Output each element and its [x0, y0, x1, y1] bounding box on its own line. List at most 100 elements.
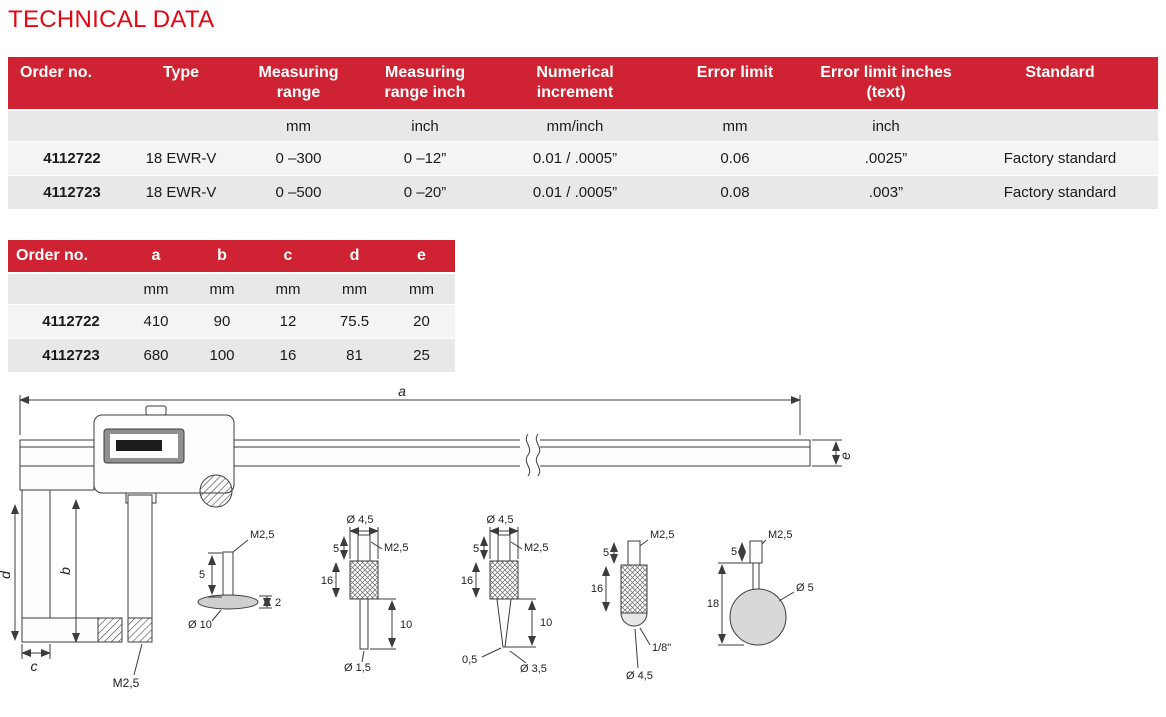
acc2-len16-label: 16 — [321, 575, 333, 587]
unit-cell — [962, 109, 1158, 142]
cell-numerical-increment: 0.01 / .0005” — [490, 175, 660, 209]
acc4-len16-label: 16 — [591, 583, 603, 595]
acc3-body-dia-label: Ø 4,5 — [487, 514, 514, 526]
table1-header-measuring-range: Measuring range — [237, 57, 360, 110]
acc5-len18-label: 18 — [707, 598, 719, 610]
acc5-thread-label: M2,5 — [768, 529, 792, 541]
caliper-technical-drawing: a e d — [0, 385, 853, 690]
origin-button — [145, 405, 167, 416]
acc4-len5-label: 5 — [603, 547, 609, 559]
technical-data-table: Order no. Type Measuring range Measuring… — [8, 57, 1158, 209]
unit-cell: mm — [189, 272, 255, 305]
cell-a: 680 — [123, 338, 189, 372]
unit-cell — [8, 272, 123, 305]
cell-order-no: 4112723 — [8, 175, 125, 209]
acc4-dia-label: Ø 4,5 — [626, 670, 653, 682]
table1-header-numerical-increment: Numerical increment — [490, 57, 660, 110]
cell-measuring-range: 0 –500 — [237, 175, 360, 209]
unit-cell: mm — [321, 272, 388, 305]
table2-header-row: Order no. a b c d e — [8, 240, 455, 273]
table2-row-4112722: 4112722 410 90 12 75.5 20 — [8, 304, 455, 339]
table1-row-4112722: 4112722 18 EWR-V 0 –300 0 –12” 0.01 / .0… — [8, 141, 1158, 176]
unit-cell: inch — [360, 109, 490, 142]
cell-b: 90 — [189, 304, 255, 339]
cell-type: 18 EWR-V — [125, 175, 237, 209]
table1-header-type: Type — [125, 57, 237, 110]
acc4-thread-label: M2,5 — [650, 529, 674, 541]
table2-units-row: mm mm mm mm mm — [8, 272, 455, 305]
cell-error-limit-inches: .003” — [810, 175, 962, 209]
unit-cell: mm/inch — [490, 109, 660, 142]
dimension-b: b — [57, 499, 80, 643]
cell-order-no: 4112722 — [8, 304, 123, 339]
thumb-wheel — [199, 474, 233, 508]
table1-header-measuring-range-inch: Measuring range inch — [360, 57, 490, 110]
table1-row-4112723: 4112723 18 EWR-V 0 –500 0 –20” 0.01 / .0… — [8, 175, 1158, 209]
table2-header-d: d — [321, 240, 388, 273]
table2-header-a: a — [123, 240, 189, 273]
table2-row-4112723: 4112723 680 100 16 81 25 — [8, 338, 455, 372]
cell-measuring-range: 0 –300 — [237, 141, 360, 176]
cone-point — [496, 598, 512, 648]
cell-error-limit-inches: .0025” — [810, 141, 962, 176]
accessory-ball-tip: M2,5 5 18 Ø 5 — [707, 529, 814, 646]
dimensions-table: Order no. a b c d e mm mm mm mm mm 41127… — [8, 240, 455, 372]
table1-header-standard: Standard — [962, 57, 1158, 110]
disc-contact — [197, 594, 259, 610]
unit-cell: mm — [660, 109, 810, 142]
cell-c: 12 — [255, 304, 321, 339]
knurled-body — [620, 564, 648, 614]
moving-jaw — [127, 494, 153, 643]
dim-label-d: d — [0, 570, 13, 579]
acc5-len5-label: 5 — [731, 546, 737, 558]
table2-header-b: b — [189, 240, 255, 273]
cell-standard: Factory standard — [962, 175, 1158, 209]
accessory-pin-tip: Ø 4,5 M2,5 5 16 10 Ø 1,5 — [321, 514, 412, 674]
tip-thread-label: M2,5 — [113, 643, 143, 690]
acc3-base-dia-label: Ø 3,5 — [520, 663, 547, 675]
unit-cell: inch — [810, 109, 962, 142]
dim-label-e: e — [837, 452, 853, 460]
cell-error-limit: 0.08 — [660, 175, 810, 209]
dim-label-c: c — [31, 658, 38, 674]
fixed-jaw — [19, 465, 123, 643]
acc3-thread-label: M2,5 — [524, 542, 548, 554]
table2-header-order-no: Order no. — [8, 240, 123, 273]
dimension-a: a — [19, 385, 801, 435]
cell-measuring-range-inch: 0 –12” — [360, 141, 490, 176]
cell-c: 16 — [255, 338, 321, 372]
acc1-thickness-label: 2 — [275, 597, 281, 609]
cell-measuring-range-inch: 0 –20” — [360, 175, 490, 209]
accessory-rounded-tip: M2,5 5 16 1/8" Ø 4,5 — [591, 529, 675, 682]
lcd-digits — [116, 440, 162, 451]
cell-error-limit: 0.06 — [660, 141, 810, 176]
unit-cell: mm — [255, 272, 321, 305]
table2-header-e: e — [388, 240, 455, 273]
cell-e: 25 — [388, 338, 455, 372]
acc1-length-label: 5 — [199, 569, 205, 581]
acc3-len16-label: 16 — [461, 575, 473, 587]
cell-standard: Factory standard — [962, 141, 1158, 176]
knurled-body — [349, 560, 379, 600]
cell-order-no: 4112723 — [8, 338, 123, 372]
cell-d: 81 — [321, 338, 388, 372]
dimension-d: d — [0, 504, 19, 641]
acc3-tip-label: 0,5 — [462, 654, 477, 666]
acc2-pin-dia-label: Ø 1,5 — [344, 662, 371, 674]
table1-header-row: Order no. Type Measuring range Measuring… — [8, 57, 1158, 110]
cell-b: 100 — [189, 338, 255, 372]
cell-numerical-increment: 0.01 / .0005” — [490, 141, 660, 176]
dimension-c: c — [21, 644, 51, 674]
table1-header-error-limit-inches: Error limit inches (text) — [810, 57, 962, 110]
acc3-len5-label: 5 — [473, 543, 479, 555]
fixed-measuring-tip — [97, 617, 123, 643]
table1-units-row: mm inch mm/inch mm inch — [8, 109, 1158, 142]
unit-cell: mm — [388, 272, 455, 305]
table1-header-order-no: Order no. — [8, 57, 125, 110]
cell-a: 410 — [123, 304, 189, 339]
acc4-radius-label: 1/8" — [652, 642, 671, 654]
table2-header-c: c — [255, 240, 321, 273]
unit-cell — [125, 109, 237, 142]
table1-header-error-limit: Error limit — [660, 57, 810, 110]
unit-cell: mm — [237, 109, 360, 142]
